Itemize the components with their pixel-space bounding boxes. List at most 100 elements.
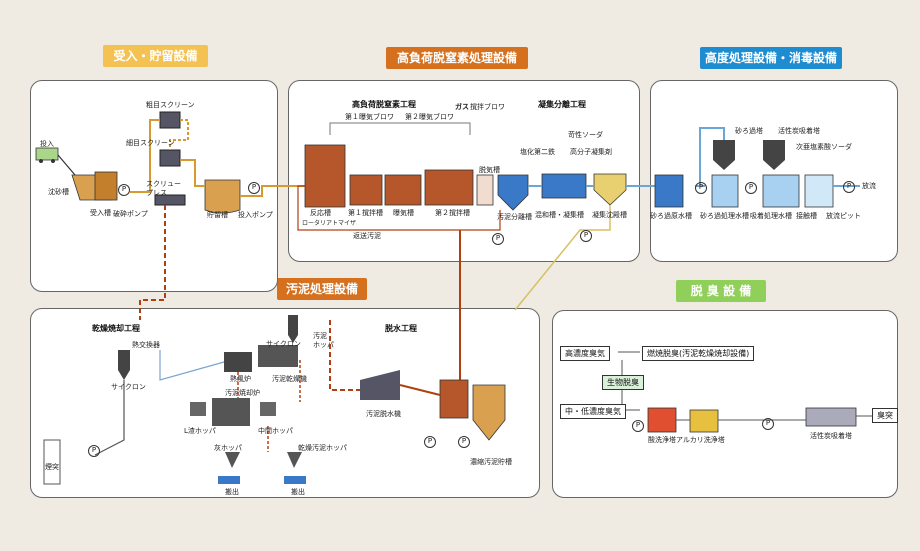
sludge-hopper-label: 汚泥 ホッパ (313, 332, 334, 349)
gas-label: ガス (455, 103, 469, 111)
dryer-shape (258, 345, 298, 367)
storage-tank-label: 貯留槽 (207, 211, 228, 219)
stir1-shape (349, 174, 383, 206)
reactor-shape (304, 144, 346, 208)
blower1-label: 第１曝気ブロワ (345, 113, 394, 121)
sludge-sep-label: 汚泥分離槽 (497, 213, 532, 221)
crush-pump-label: 破砕ポンプ (113, 210, 148, 218)
aeration-label: 曝気槽 (393, 209, 414, 217)
settling-label: 凝集沈殿槽 (592, 211, 627, 219)
thick-tank-label: 濃縮汚泥貯槽 (470, 458, 512, 466)
return-sludge-label: 返送汚泥 (353, 232, 381, 240)
degas-shape (476, 174, 494, 206)
fine-screen-label: 細目スクリーン (126, 139, 175, 147)
acid-tower-shape (647, 407, 677, 433)
discharge-pit-label: 放流ピット (826, 212, 861, 220)
mid-low-box: 中・低濃度臭気 (560, 404, 626, 419)
receive-tank-label: 受入槽 (90, 209, 111, 217)
storage-tank-shape (204, 179, 241, 214)
bio-box: 生物脱臭 (602, 375, 644, 390)
cyclone2-label: サイクロン (266, 340, 301, 348)
header-sludge: 汚泥処理設備 (277, 278, 367, 300)
truck-icon (35, 147, 59, 161)
panel-advanced (650, 80, 898, 262)
heat-exchanger-label: 熱交換器 (132, 341, 160, 349)
high-odor-box: 高濃度臭気 (560, 346, 610, 361)
stir2-shape (424, 169, 474, 206)
acid-label: 酸洗浄塔 (648, 436, 676, 444)
cyclone-label: サイクロン (111, 383, 146, 391)
pump-icon: P (745, 182, 757, 194)
carbon-tower-shape (763, 140, 785, 170)
carry-out2-label: 搬出 (291, 488, 305, 496)
stir-blower-label: 撹拌ブロワ (470, 103, 505, 111)
header-receiving: 受入・貯留設備 (103, 45, 208, 67)
incinerator-label: 汚泥焼却炉 (225, 389, 260, 397)
polymer-label: 高分子凝集剤 (570, 148, 612, 156)
alkali-tower-shape (689, 409, 719, 433)
contact-shape (804, 174, 834, 208)
pump-icon: P (580, 230, 592, 242)
mid-hopper-label: 中間ホッパ (258, 427, 293, 435)
coarse-screen-label: 粗目スクリーン (146, 101, 195, 109)
alkali-label: アルカリ洗浄塔 (676, 436, 725, 444)
subsection-dewater: 脱水工程 (385, 324, 417, 333)
sand-treated-label: 砂ろ過処理水槽 (700, 212, 749, 220)
chimney-shape (43, 439, 61, 485)
stir1-label: 第１撹拌槽 (348, 209, 383, 217)
sand-filter-label: 砂ろ過塔 (735, 127, 763, 135)
ferric-label: 塩化第二鉄 (520, 148, 555, 156)
pump-icon: P (424, 436, 436, 448)
pump-icon: P (843, 181, 855, 193)
adsorb-treated-label: 吸着処理水槽 (750, 212, 792, 220)
feed-pump-label: 投入ポンプ (238, 211, 273, 219)
header-high-load: 高負荷脱窒素処理設備 (386, 47, 528, 69)
hypochlorite-label: 次亜塩素酸ソーダ (796, 143, 852, 151)
sand-treated-shape (711, 174, 739, 208)
incinerator-shape (212, 398, 250, 426)
dry-hopper-label: 乾燥汚泥ホッパ (298, 444, 347, 452)
intake-label: 投入 (40, 140, 54, 148)
grit-tank-label: 沈砂槽 (48, 188, 69, 196)
degas-label: 脱気槽 (479, 166, 500, 174)
blower2-label: 第２曝気ブロワ (405, 113, 454, 121)
discharge-label: 放流 (862, 182, 876, 190)
subsection-dry-incin: 乾燥焼却工程 (92, 324, 140, 333)
pump-icon: P (762, 418, 774, 430)
fine-screen-shape (159, 149, 181, 167)
pump-icon: P (458, 436, 470, 448)
carbon-adsorb-shape (805, 407, 857, 427)
pump-icon: P (695, 182, 707, 194)
pump-icon: P (492, 233, 504, 245)
adsorb-shape (762, 174, 800, 208)
burn-box: 燃焼脱臭(汚泥乾燥焼却設備) (642, 346, 755, 361)
header-advanced: 高度処理設備・消毒設備 (700, 47, 842, 69)
pump-icon: P (248, 182, 260, 194)
ash-hopper-label: 灰ホッパ (214, 444, 242, 452)
soda-label: 苛性ソーダ (568, 131, 603, 139)
chimney-label: 煙突 (45, 463, 59, 471)
dryer-label: 汚泥乾燥機 (272, 375, 307, 383)
coarse-screen-shape (159, 111, 181, 129)
stir2-label: 第２撹拌槽 (435, 209, 470, 217)
mix-tank-shape (541, 173, 587, 199)
sand-raw-label: 砂ろ過原水槽 (650, 212, 692, 220)
screw-press-shape (154, 194, 186, 206)
dewater-machine-label: 汚泥脱水機 (366, 410, 401, 418)
hot-air-furnace-shape (224, 352, 252, 372)
reactor-label: 反応槽 (310, 209, 331, 217)
subsection-coag: 凝集分離工程 (538, 100, 586, 109)
settling-tank-shape (593, 173, 627, 206)
rotary-label: ロータリアトマイザ (302, 220, 357, 227)
hot-air-label: 熱風炉 (230, 375, 251, 383)
mix-label: 混和槽・凝集槽 (535, 211, 584, 219)
stack-box: 臭突 (872, 408, 898, 423)
screw-press-label: スクリュー プレス (146, 180, 181, 197)
aeration-shape (384, 174, 422, 206)
subsection-high-load: 高負荷脱窒素工程 (352, 100, 416, 109)
header-deodor: 脱 臭 設 備 (676, 280, 766, 302)
carbon-label: 活性炭吸着塔 (810, 432, 852, 440)
pump-icon: P (118, 184, 130, 196)
carbon-tower-label: 活性炭吸着塔 (778, 127, 820, 135)
